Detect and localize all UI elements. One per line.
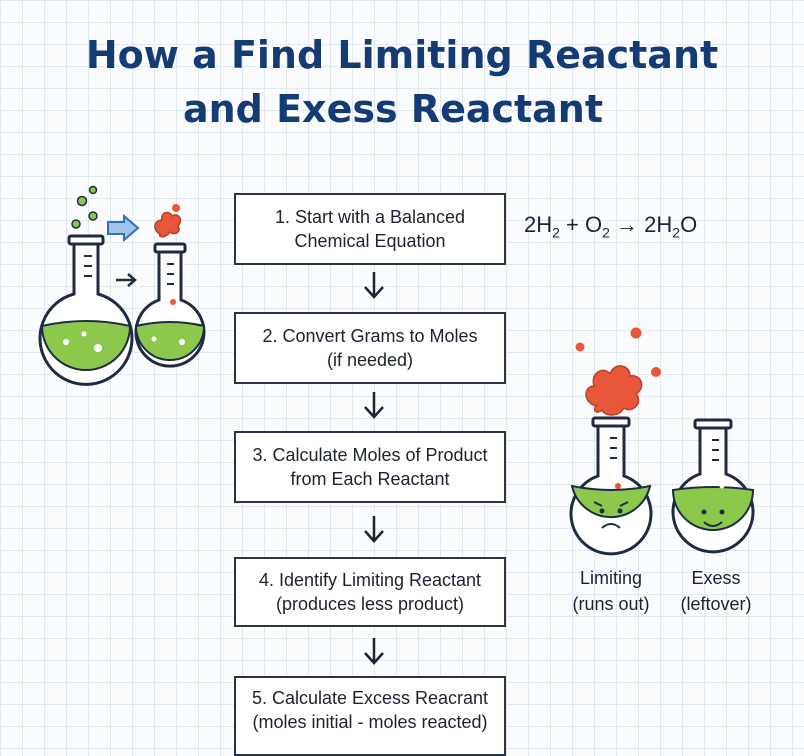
flask-icon	[569, 416, 653, 556]
flask-icon	[671, 418, 755, 554]
equation-part: 2H	[524, 212, 553, 237]
step-3-line-2: from Each Reactant	[290, 469, 450, 489]
limiting-label-line-2: (runs out)	[572, 594, 650, 614]
excess-label-line-2: (leftover)	[680, 594, 752, 614]
step-2-box: 2. Convert Grams to Moles (if needed)	[234, 312, 506, 384]
step-3-box: 3. Calculate Moles of Product from Each …	[234, 431, 506, 503]
excess-label: Exess (leftover)	[672, 565, 760, 617]
left-flasks-illustration	[38, 185, 206, 386]
step-2-line-1: 2. Convert Grams to Moles	[262, 326, 478, 346]
right-arrow-icon	[107, 213, 140, 243]
step-5-line-2: (moles initial - moles reacted)	[252, 712, 488, 732]
step-2-line-2: (if needed)	[326, 350, 414, 370]
step-1-line-1: 1. Start with a Balanced	[274, 207, 466, 227]
down-arrow-icon	[364, 638, 384, 665]
step-4-line-2: (produces less product)	[275, 594, 465, 614]
step-5-line-1: 5. Calculate Excess Reacrant	[251, 688, 489, 708]
equation-subscript: 2	[602, 224, 610, 241]
step-5-box: 5. Calculate Excess Reacrant (moles init…	[234, 676, 506, 756]
bubble-icon	[71, 185, 98, 229]
step-3-line-1: 3. Calculate Moles of Product	[252, 445, 488, 465]
step-1-line-2: Chemical Equation	[294, 231, 446, 251]
flask-icon	[134, 242, 206, 368]
smoke-icon	[154, 204, 182, 238]
chemical-equation: 2H2 + O2 → 2H2O	[524, 212, 697, 240]
limiting-label-line-1: Limiting	[579, 568, 643, 588]
equation-part: + O	[559, 212, 603, 237]
step-4-line-1: 4. Identify Limiting Reactant	[258, 570, 482, 590]
equation-part: 2H	[644, 212, 673, 237]
limiting-label: Limiting (runs out)	[566, 565, 656, 617]
step-1-box: 1. Start with a Balanced Chemical Equati…	[234, 193, 506, 265]
page-title: How a Find Limiting Reactant and Exess R…	[0, 28, 804, 136]
down-arrow-icon	[364, 272, 384, 299]
flask-icon	[38, 234, 134, 386]
smoke-icon	[575, 327, 661, 416]
down-arrow-icon	[364, 516, 384, 543]
excess-flask-illustration	[671, 418, 755, 554]
title-line-2: and Exess Reactant	[182, 87, 604, 131]
right-arrow-icon	[116, 273, 137, 287]
excess-label-line-1: Exess	[691, 568, 741, 588]
happy-face-icon	[701, 509, 725, 527]
equation-subscript: 2	[552, 224, 560, 241]
down-arrow-icon	[364, 392, 384, 419]
title-line-1: How a Find Limiting Reactant	[85, 33, 719, 77]
sad-face-icon	[593, 501, 629, 529]
limiting-flask-illustration	[569, 327, 661, 556]
step-4-box: 4. Identify Limiting Reactant (produces …	[234, 557, 506, 627]
equation-arrow: →	[609, 212, 645, 237]
equation-subscript: 2	[672, 224, 681, 241]
equation-part: O	[680, 212, 698, 237]
